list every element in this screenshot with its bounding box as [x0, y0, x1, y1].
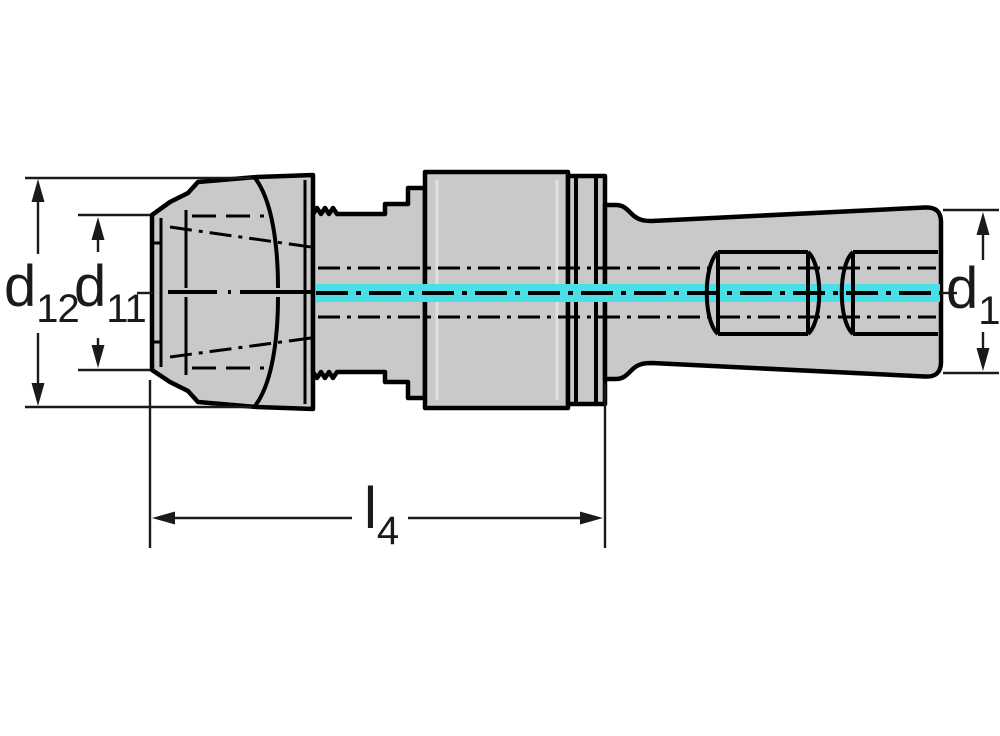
shank-cavity-2: [839, 250, 938, 336]
label-d1-base: d: [946, 256, 979, 321]
l4-arrow-left: [152, 511, 175, 525]
label-d11: d11: [74, 258, 147, 331]
label-d11-base: d: [74, 254, 107, 319]
dimension-d12: [25, 176, 252, 409]
label-d12-sub: 12: [36, 287, 79, 331]
d1-arrow-up: [976, 212, 990, 235]
nut-ball-arc-top: [253, 176, 280, 289]
d1-arrow-down: [976, 348, 990, 371]
collet-taper-hidden-top: [169, 225, 312, 249]
dimension-d11: [78, 213, 150, 372]
nut-ball-arc-bottom: [253, 296, 280, 408]
label-d11-sub: 11: [106, 287, 147, 331]
centerline-highlight-band: [316, 284, 940, 302]
d11-arrow-up: [91, 217, 105, 240]
dimension-d1: [943, 208, 999, 375]
shank-cavity-1: [704, 250, 822, 336]
label-l4: l4: [364, 480, 399, 553]
label-d12: d12: [4, 258, 80, 331]
d11-arrow-down: [91, 345, 105, 368]
d12-arrow-down: [31, 383, 45, 406]
l4-arrow-right: [580, 511, 603, 525]
label-d12-base: d: [4, 254, 37, 319]
label-l4-sub: 4: [376, 509, 399, 553]
dimension-l4: [148, 380, 607, 548]
d12-arrow-up: [31, 179, 45, 202]
label-d1: d1: [946, 260, 1000, 333]
collet-taper-hidden-bottom: [169, 336, 312, 359]
label-l4-base: l: [364, 476, 377, 541]
hidden-bore-lines: [318, 266, 936, 319]
label-d1-sub: 1: [978, 289, 1000, 333]
collet-nut-detail: [152, 176, 312, 408]
